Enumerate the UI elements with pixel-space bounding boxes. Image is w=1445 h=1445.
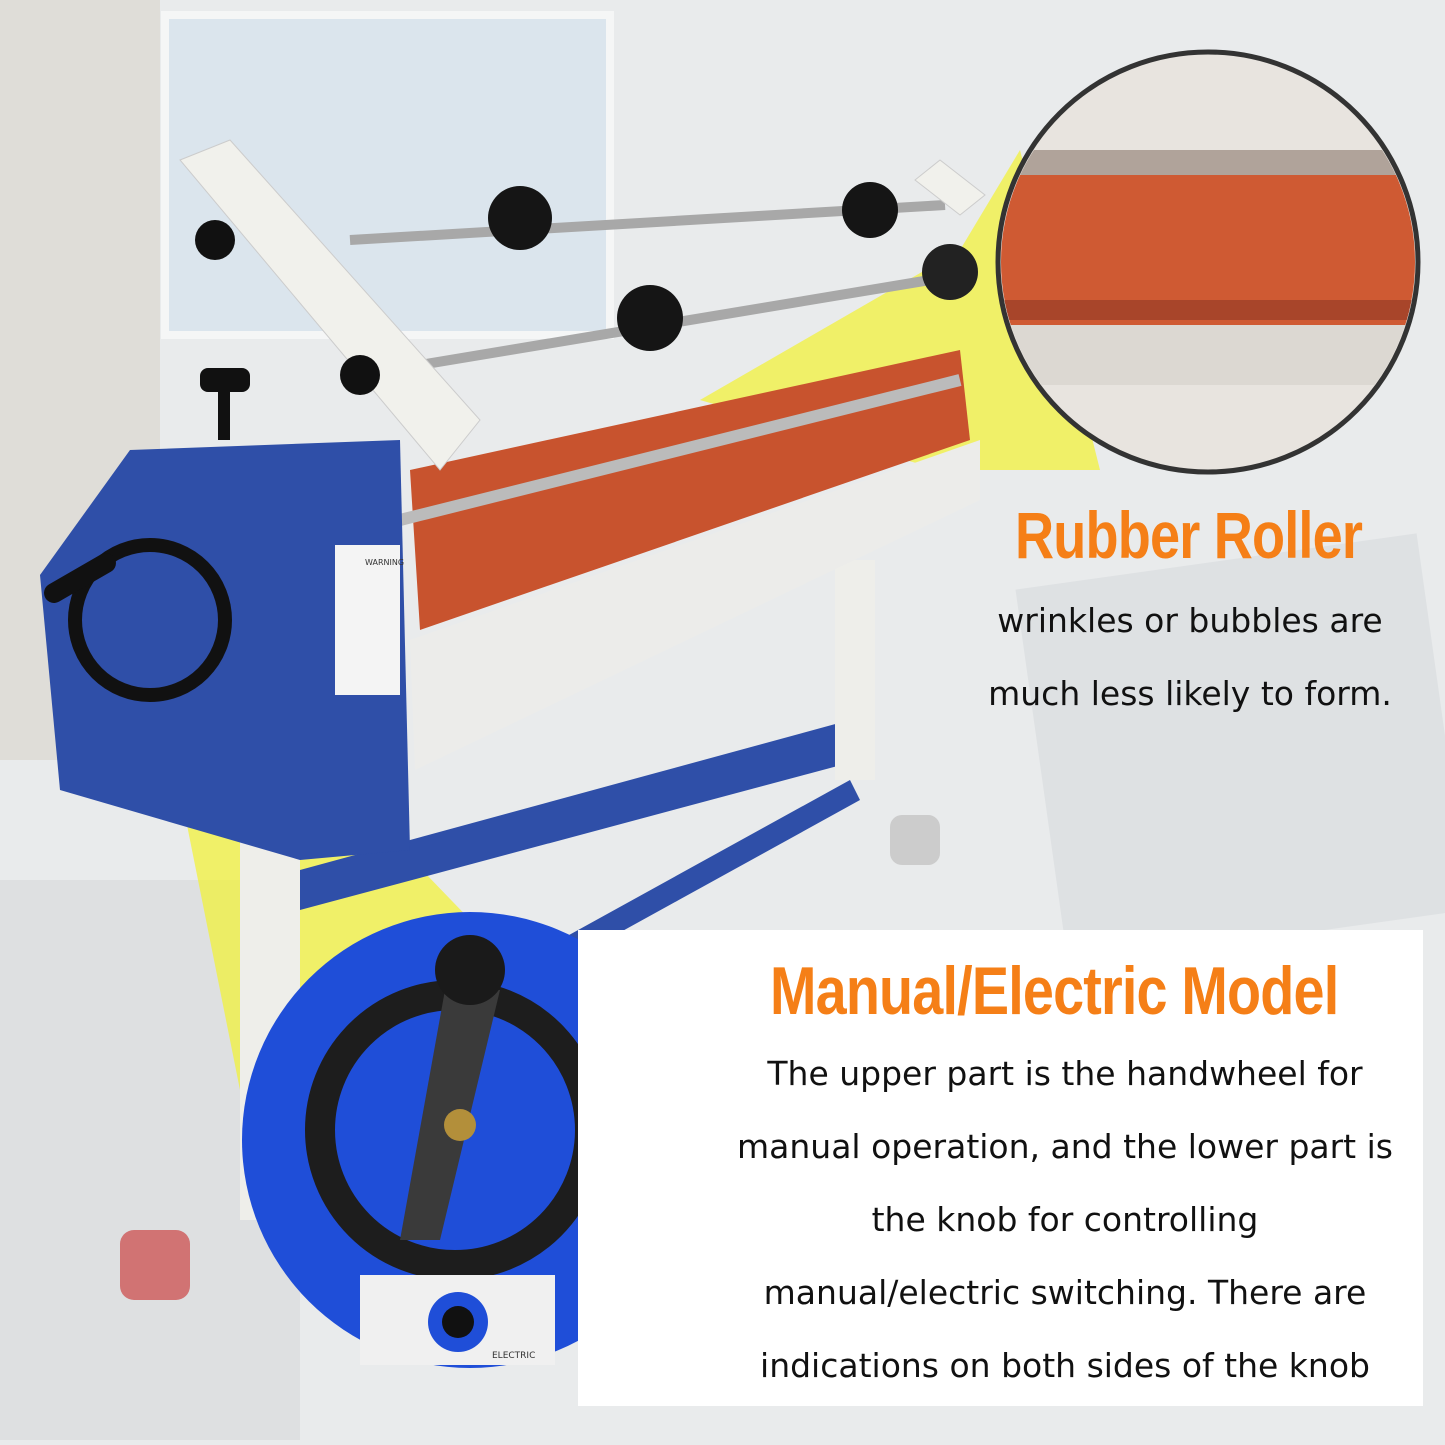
manual-electric-title: Manual/Electric Model <box>770 953 1339 1029</box>
description-line: the knob for controlling <box>871 1200 1259 1239</box>
description-line: The upper part is the handwheel for <box>767 1054 1363 1093</box>
handwheel <box>68 538 232 702</box>
feed-table <box>410 440 980 770</box>
description-line: manual/electric switching. There are <box>763 1273 1367 1312</box>
description-line: much less likely to form. <box>988 674 1392 713</box>
laminator-rollers <box>349 182 978 630</box>
description-line: manual operation, and the lower part is <box>737 1127 1393 1166</box>
rubber-roller-title: Rubber Roller <box>1015 498 1363 572</box>
manual-electric-description: The upper part is the handwheel for manu… <box>700 1037 1430 1402</box>
description-line: indications on both sides of the knob <box>760 1346 1370 1385</box>
description-line: wrinkles or bubbles are <box>997 601 1383 640</box>
manual-electric-panel <box>578 930 1423 1406</box>
warning-label-text: WARNING <box>365 558 404 567</box>
electric-label-text: ELECTRIC <box>492 1351 535 1361</box>
rubber-roller-description: wrinkles or bubbles are much less likely… <box>960 584 1420 730</box>
zoom-circle-rubber-roller <box>995 49 1421 475</box>
warning-label <box>335 545 400 695</box>
